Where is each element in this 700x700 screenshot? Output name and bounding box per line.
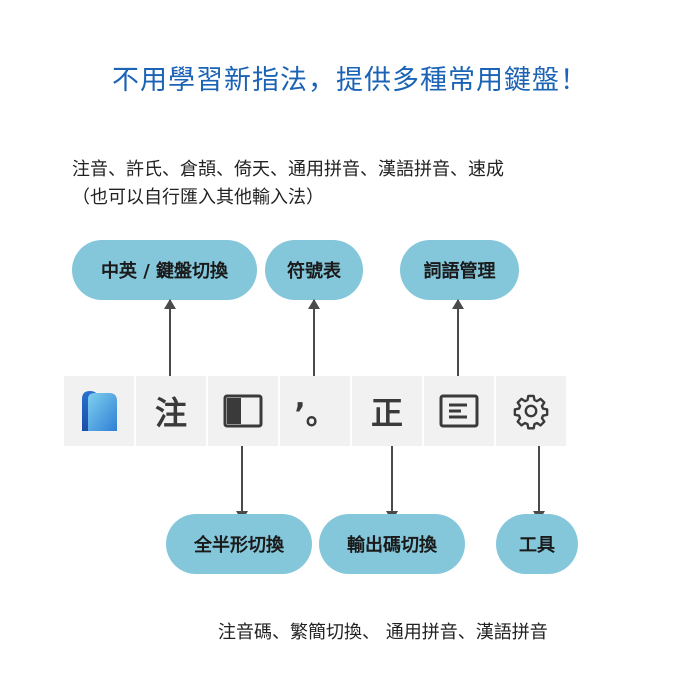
headline-text: 不用學習新指法，提供多種常用鍵盤！ bbox=[112, 58, 588, 101]
app-logo-icon bbox=[82, 391, 117, 431]
zhuyin-glyph: 注 bbox=[154, 394, 187, 432]
label-lang-switch: 中英 / 鍵盤切換 bbox=[72, 240, 257, 300]
output-mode-button[interactable]: 正 bbox=[352, 376, 422, 446]
text-lines-icon bbox=[439, 394, 479, 428]
output-glyph: 正 bbox=[370, 394, 403, 432]
width-toggle-button[interactable] bbox=[208, 376, 278, 446]
label-output-switch: 輸出碼切換 bbox=[319, 514, 465, 574]
label-tools: 工具 bbox=[496, 514, 578, 574]
headline: 不用學習新指法，提供多種常用鍵盤！ bbox=[0, 58, 700, 101]
headline-label: 不用學習新指法，提供多種常用鍵盤！ bbox=[112, 65, 588, 96]
footnote: 注音碼、繁簡切換、 通用拼音、漢語拼音 bbox=[218, 622, 548, 643]
arrow-lang-switch bbox=[164, 299, 176, 376]
app-logo-button[interactable] bbox=[64, 376, 134, 446]
ime-list: 注音、許氏、倉頡、倚天、通用拼音、漢語拼音、速成 （也可以自行匯入其他輸入法） bbox=[72, 156, 672, 212]
gear-icon bbox=[513, 394, 549, 430]
label-phrase-manager: 詞語管理 bbox=[400, 240, 519, 300]
arrow-symbols bbox=[308, 299, 320, 376]
half-filled-square-icon bbox=[223, 394, 263, 428]
label-width-switch: 全半形切換 bbox=[166, 514, 312, 574]
punctuation-glyph: ’。 bbox=[294, 397, 336, 432]
arrow-width-switch bbox=[236, 446, 248, 521]
zhuyin-mode-button[interactable]: 注 bbox=[136, 376, 206, 446]
symbols-button[interactable]: ’。 bbox=[280, 376, 350, 446]
label-symbols: 符號表 bbox=[265, 240, 363, 300]
arrow-tools bbox=[533, 446, 545, 521]
settings-button[interactable] bbox=[496, 376, 566, 446]
ime-list-line-1: 注音、許氏、倉頡、倚天、通用拼音、漢語拼音、速成 bbox=[72, 159, 504, 180]
ime-toolbar: 注 ’。 正 bbox=[64, 376, 568, 446]
phrase-manager-button[interactable] bbox=[424, 376, 494, 446]
arrow-phrase-manager bbox=[452, 299, 464, 376]
arrow-output-switch bbox=[386, 446, 398, 521]
ime-list-line-2: （也可以自行匯入其他輸入法） bbox=[72, 187, 324, 208]
